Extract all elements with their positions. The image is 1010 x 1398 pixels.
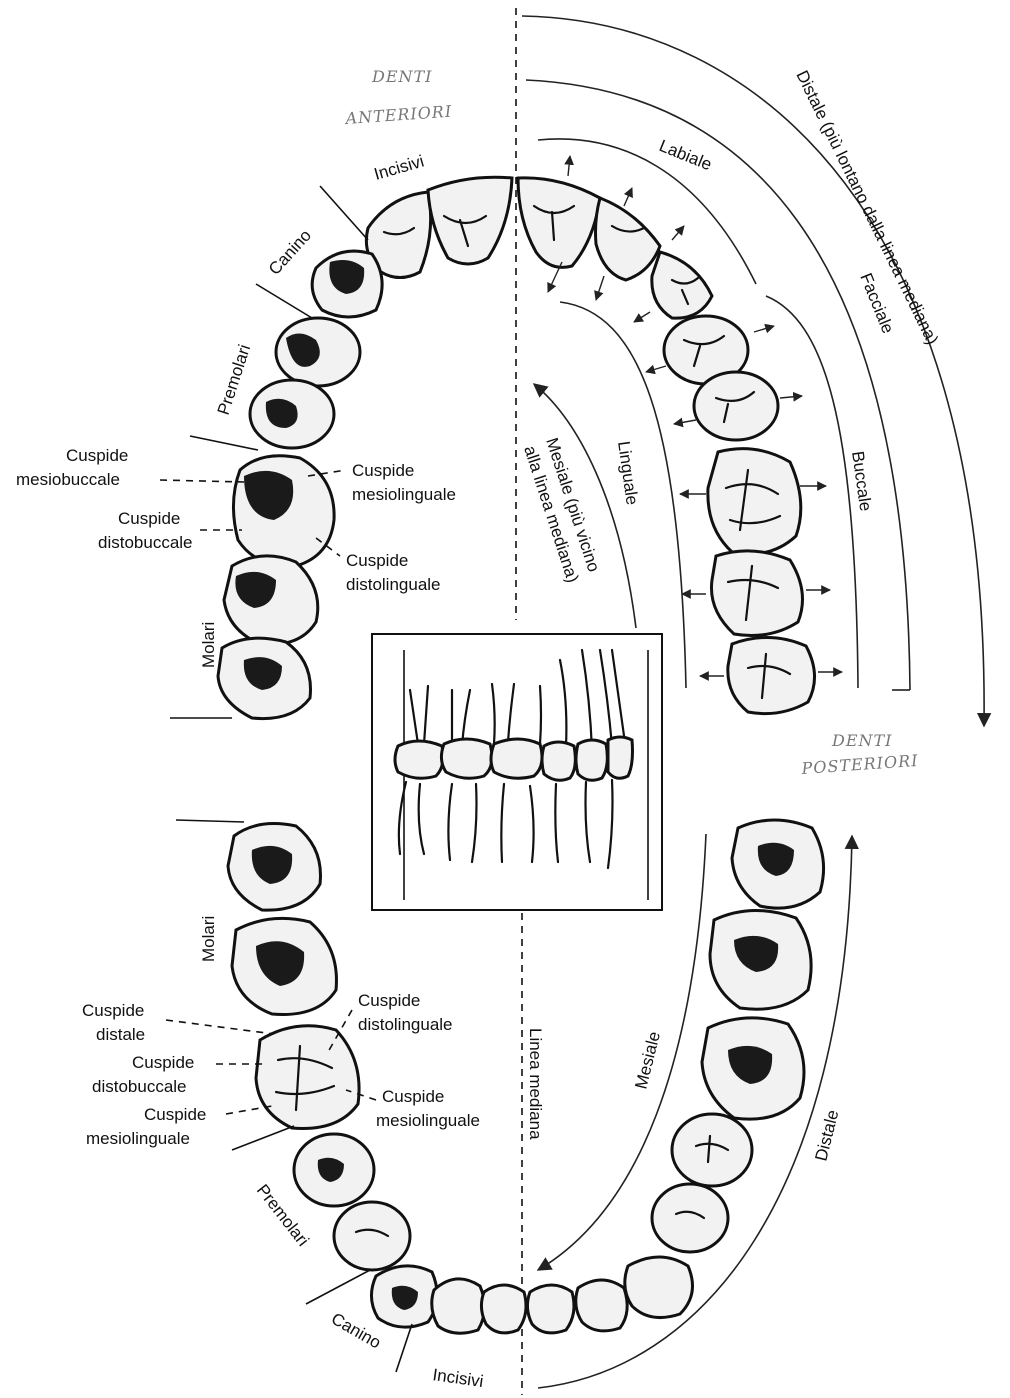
separator-lower-molari-start [176,820,244,822]
label-lower-cusp-distobuccale-1: Cuspide [132,1053,194,1072]
lower-incisor-left-central [481,1285,526,1333]
upper-molar-left-2 [224,556,318,645]
label-linguale: Linguale [614,440,642,506]
inset-crown [491,739,542,778]
separator-canino-premolari [256,284,312,318]
label-cusp-mesiolinguale-2: mesiolinguale [352,485,456,504]
label-lower-cusp-mesiolinguale-left-1: Cuspide [144,1105,206,1124]
leader-cusp-mesiobuccale [160,480,244,482]
hand-anterior-1: DENTI [371,67,433,86]
separator-incisivi-canino [320,186,368,240]
lower-molar-left-1 [256,1026,359,1129]
label-cusp-mesiobuccale-2: mesiobuccale [16,470,120,489]
label-lower-molari: Molari [199,916,218,962]
label-linea-mediana: Linea mediana [526,1028,545,1140]
arrow-in [674,420,696,424]
arrow-in [596,276,604,300]
lower-premolar-right-2 [672,1114,752,1186]
lower-incisor-right-lateral [576,1280,627,1331]
arrow-out [754,326,774,332]
label-lower-mesiale: Mesiale [631,1030,664,1091]
upper-canine-right [652,252,712,318]
handwritten-anterior: DENTI ANTERIORI [343,67,453,128]
arrow-out [780,396,802,398]
upper-molar-right-2 [711,551,802,636]
lower-canine-right [625,1257,693,1318]
arrow-out [568,156,570,176]
arrow-out [672,226,684,240]
leader-lower-cusp-mesiolinguale-left [226,1106,272,1114]
inset-side-view [372,634,662,910]
label-upper-premolari: Premolari [214,342,255,417]
label-lower-cusp-distale-2: distale [96,1025,145,1044]
upper-molar-right-1 [708,449,801,554]
label-lower-cusp-mesiolinguale-right-2: mesiolinguale [376,1111,480,1130]
lower-premolar-right-1 [652,1184,728,1252]
label-upper-incisivi: Incisivi [372,152,426,184]
lower-incisor-left-lateral [432,1279,485,1333]
arrow-in [646,366,666,372]
label-upper-canino: Canino [265,226,315,279]
label-cusp-distobuccale-1: Cuspide [118,509,180,528]
label-lower-cusp-distale-1: Cuspide [82,1001,144,1020]
label-buccale: Buccale [848,450,875,513]
lower-incisor-right-central [527,1285,574,1333]
label-lower-cusp-distobuccale-2: distobuccale [92,1077,187,1096]
inset-crown [608,737,633,778]
label-cusp-mesiobuccale-1: Cuspide [66,446,128,465]
separator-lower-premolari-canino [306,1270,370,1304]
label-facciale: Facciale [856,270,897,336]
inset-crown [576,740,607,780]
label-lower-incisivi: Incisivi [431,1365,484,1391]
label-cusp-distolinguale-2: distolinguale [346,575,441,594]
hand-posterior-1: DENTI [831,731,893,750]
separator-premolari-molari [190,436,258,450]
inset-crown [542,742,575,780]
hand-posterior-2: POSTERIORI [800,751,919,778]
label-labiale: Labiale [657,136,715,174]
label-lower-cusp-distolinguale-2: distolinguale [358,1015,453,1034]
label-lower-cusp-mesiolinguale-left-2: mesiolinguale [86,1129,190,1148]
inset-crown [395,741,443,778]
label-cusp-distolinguale-1: Cuspide [346,551,408,570]
label-lower-cusp-distolinguale-1: Cuspide [358,991,420,1010]
separator-lower-canino-incisivi [396,1324,412,1372]
upper-premolar-right-2 [694,372,778,440]
label-upper-molari: Molari [199,622,218,668]
hand-anterior-2: ANTERIORI [343,102,453,129]
upper-incisor-left-central [428,177,512,264]
lower-premolar-left-1 [334,1202,410,1270]
label-distale-long: Distale (più lontano dalla linea mediana… [792,67,942,347]
label-cusp-distobuccale-2: distobuccale [98,533,193,552]
handwritten-posterior: DENTI POSTERIORI [800,731,919,778]
arrow-out [624,188,632,206]
upper-molar-right-3 [728,637,815,713]
upper-incisor-right-lateral [596,198,661,280]
arrow-in [634,312,650,322]
leader-lower-cusp-distale [166,1020,274,1034]
label-cusp-mesiolinguale-1: Cuspide [352,461,414,480]
label-lower-distale: Distale [811,1108,842,1163]
label-lower-cusp-mesiolinguale-right-1: Cuspide [382,1087,444,1106]
upper-incisor-right-central [518,178,600,268]
inset-crown [441,739,492,778]
separator-lower-molari-premolari [232,1126,294,1150]
